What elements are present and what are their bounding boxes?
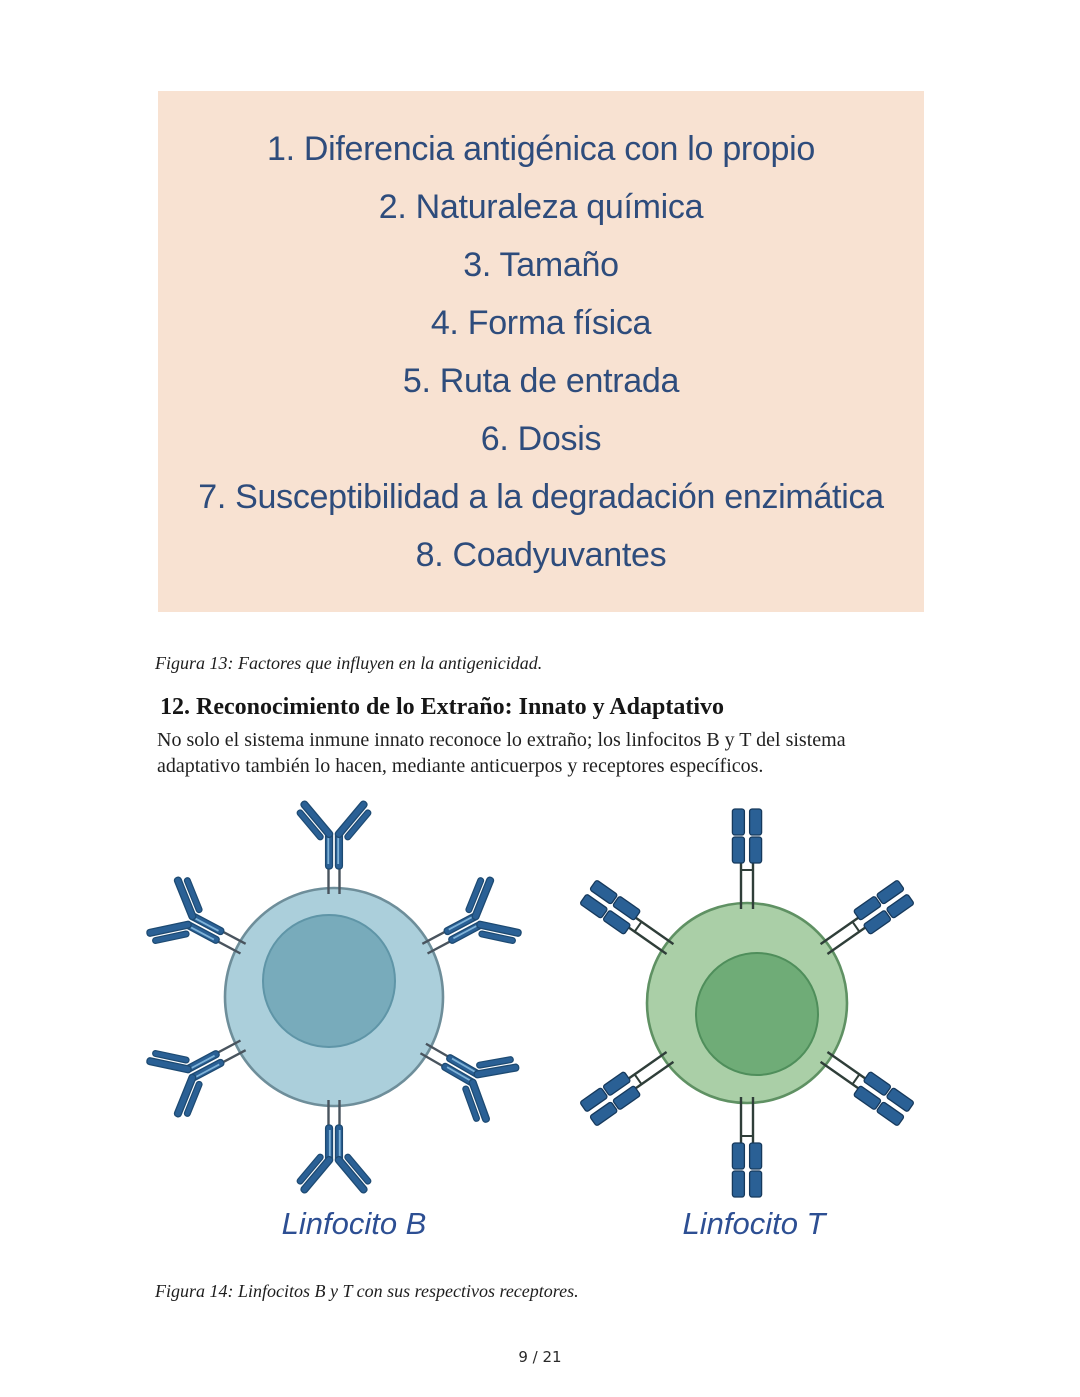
- section-heading: 12. Reconocimiento de lo Extraño: Innato…: [160, 694, 724, 720]
- section-body: No solo el sistema inmune innato reconoc…: [157, 727, 947, 779]
- section-body-line2: adaptativo también lo hacen, mediante an…: [157, 755, 764, 777]
- b-cell-label: Linfocito B: [281, 1206, 427, 1241]
- section-body-line1: No solo el sistema inmune innato reconoc…: [157, 729, 846, 751]
- t-cell-nucleus: [695, 952, 819, 1076]
- t-cell-diagram: [578, 807, 916, 1199]
- slide-list-item: 4. Forma física: [430, 303, 652, 342]
- tcr-receptor-icon: [731, 1095, 763, 1199]
- antibody-receptor-icon: [292, 1098, 376, 1196]
- figure14-caption: Figura 14: Linfocitos B y T con sus resp…: [155, 1281, 579, 1301]
- slide-list-item: 8. Coadyuvantes: [415, 535, 667, 574]
- b-cell-nucleus: [262, 914, 396, 1048]
- slide-list-item: 1. Diferencia antigénica con lo propio: [266, 129, 816, 168]
- slide-list-item: 3. Tamaño: [463, 245, 619, 284]
- t-cell-label: Linfocito T: [682, 1206, 826, 1241]
- b-cell-diagram: [139, 798, 529, 1196]
- slide-list-item: 7. Susceptibilidad a la degradación enzi…: [198, 477, 884, 516]
- figure13-caption: Figura 13: Factores que influyen en la a…: [155, 653, 543, 673]
- tcr-receptor-icon: [731, 807, 763, 911]
- slide-list-item: 5. Ruta de entrada: [402, 361, 680, 400]
- slide-list-item: 2. Naturaleza química: [378, 187, 704, 226]
- slide-list-item: 6. Dosis: [480, 419, 602, 458]
- page-number: 9 / 21: [518, 1348, 562, 1366]
- antibody-receptor-icon: [292, 798, 376, 896]
- antigenicity-factors-figure: 1. Diferencia antigénica con lo propio 2…: [158, 91, 924, 612]
